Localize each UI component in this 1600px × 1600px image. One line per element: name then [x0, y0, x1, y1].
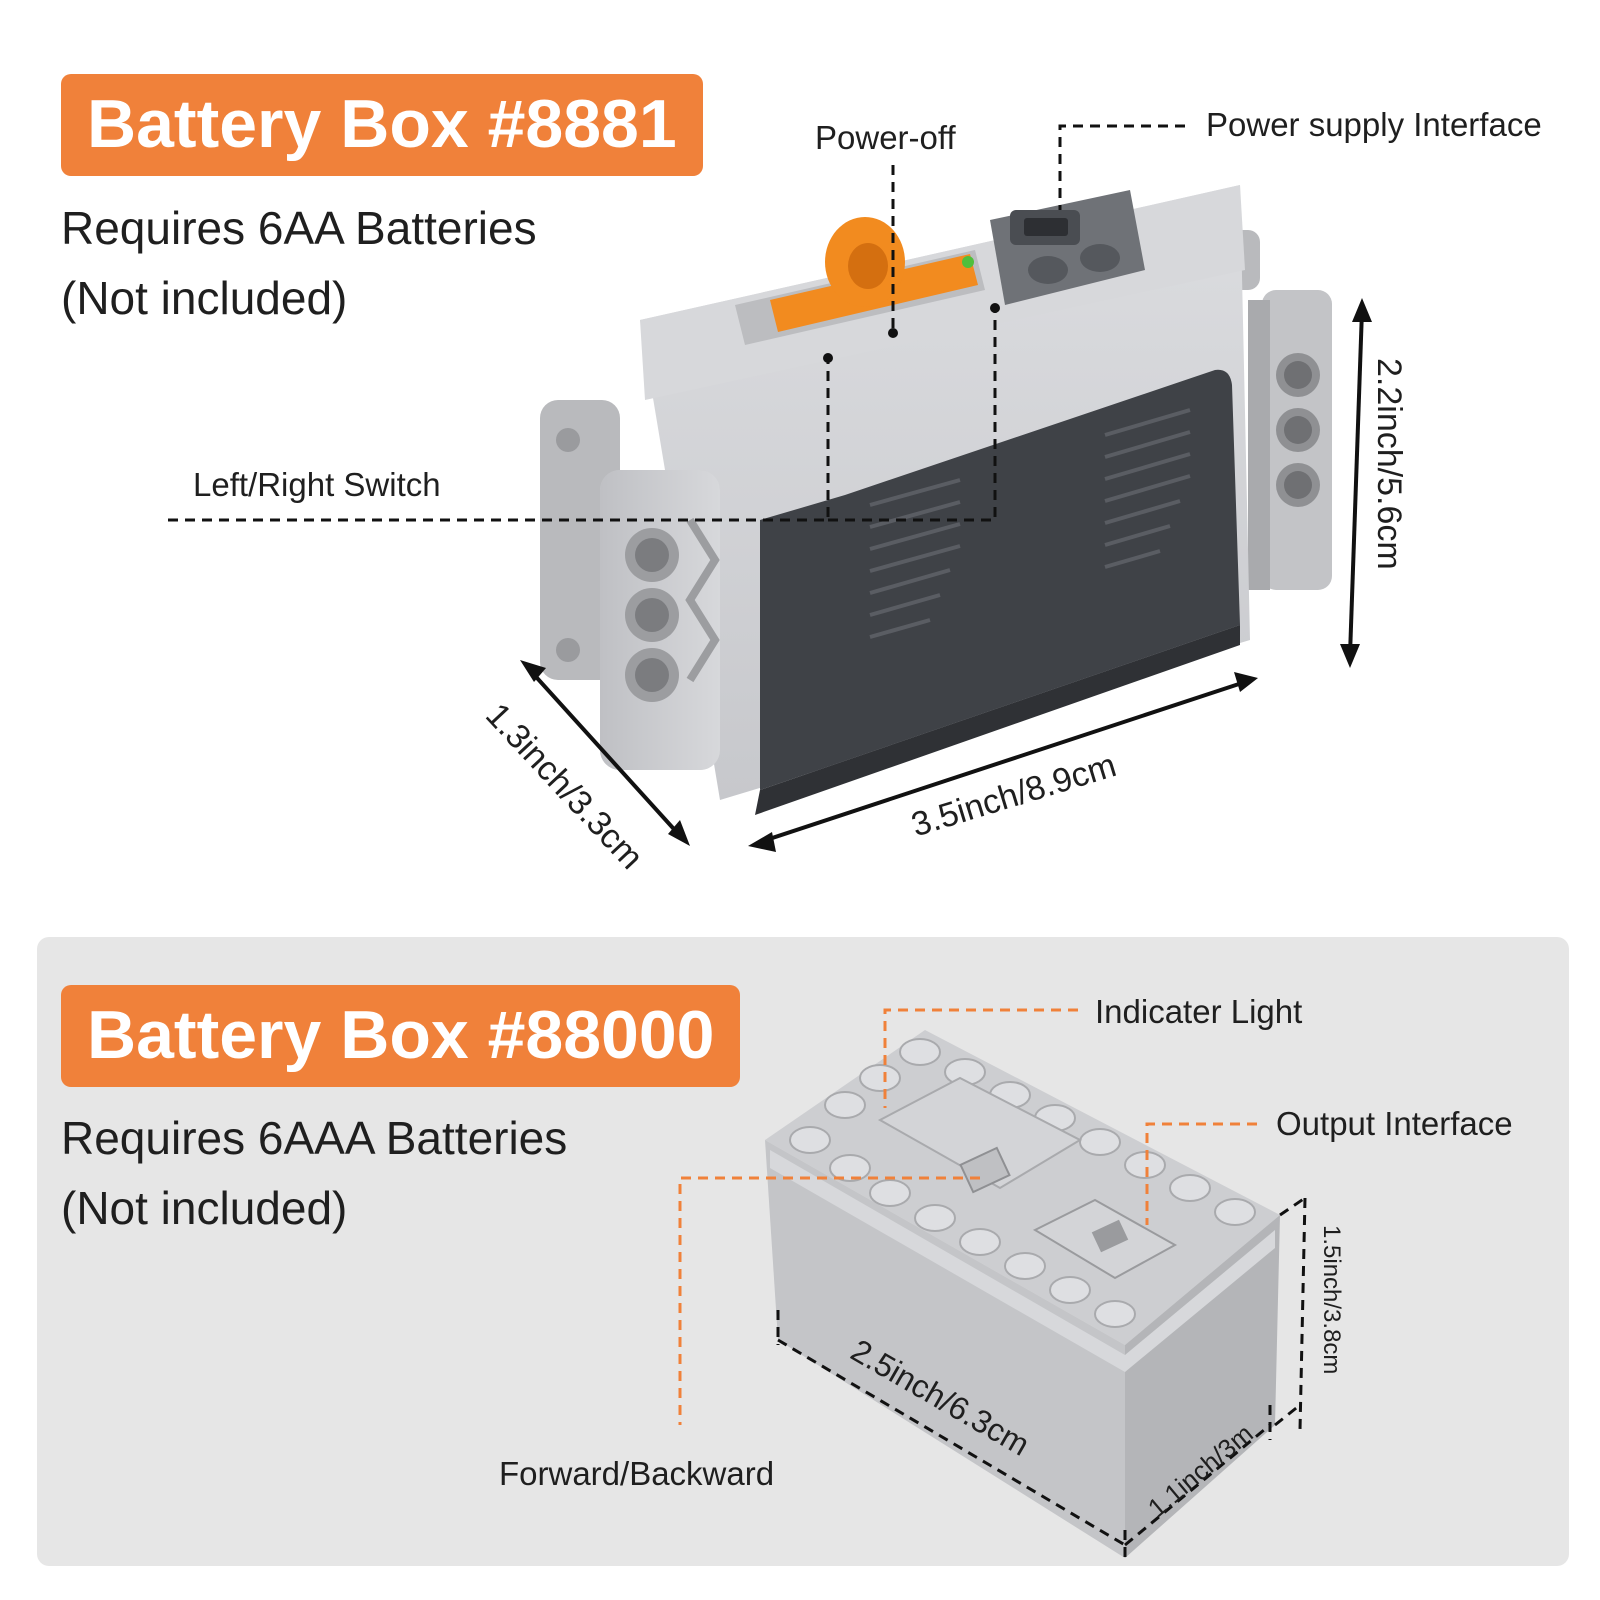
label-power-off: Power-off: [815, 119, 956, 156]
requirement-line1: Requires 6AA Batteries: [61, 202, 537, 254]
battery-box-8881-illustration: [168, 124, 1372, 852]
dimension-lines-88000: [776, 1196, 1307, 1562]
dimension-arrows-8881: [520, 298, 1372, 852]
right-pin-block: [1210, 230, 1332, 590]
requirement-line1: Requires 6AAA Batteries: [61, 1112, 568, 1164]
battery-box-88000-illustration: [678, 1008, 1307, 1562]
requirement-8881: Requires 6AA Batteries (Not included): [61, 193, 537, 333]
requirement-line2: (Not included): [61, 1182, 348, 1234]
power-interface-plate: [990, 190, 1145, 305]
vent-lines-right: [1104, 408, 1191, 569]
label-forward-backward: Forward/Backward: [499, 1455, 775, 1492]
label-power-supply-interface: Power supply Interface: [1206, 106, 1542, 143]
label-indicator-light: Indicater Light: [1095, 993, 1303, 1030]
title-battery-box-88000: Battery Box #88000: [61, 985, 741, 1087]
vent-lines-left: [869, 478, 961, 639]
switch-track: [735, 217, 985, 345]
title-battery-box-8881: Battery Box #8881: [61, 74, 703, 176]
label-left-right-switch: Left/Right Switch: [193, 466, 441, 503]
top-studs: [789, 1038, 1256, 1328]
left-pin-block: [540, 400, 720, 770]
requirement-88000: Requires 6AAA Batteries (Not included): [61, 1103, 567, 1243]
callout-lines-8881: [168, 124, 1185, 522]
dimension-height-88000: 1.5inch/3.8cm: [1318, 1225, 1345, 1375]
dimension-height-8881: 2.2inch/5.6cm: [1370, 358, 1408, 570]
label-output-interface: Output Interface: [1276, 1105, 1513, 1142]
callout-lines-88000: [678, 1008, 1257, 1425]
requirement-line2: (Not included): [61, 272, 348, 324]
